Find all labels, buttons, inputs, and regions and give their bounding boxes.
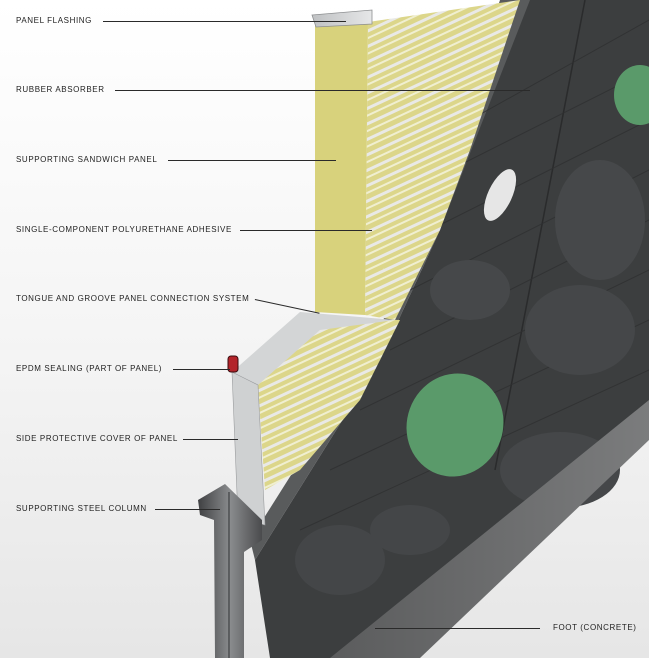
facade-disc: [614, 65, 649, 125]
facade-disc: [555, 160, 645, 280]
label-tongue-groove: TONGUE AND GROOVE PANEL CONNECTION SYSTE…: [16, 294, 250, 303]
facade-disc: [406, 373, 504, 477]
leader-epdm: [173, 369, 230, 370]
facade-seam: [494, 0, 586, 471]
label-foot: FOOT (CONCRETE): [553, 623, 637, 632]
upper-panel-face: [365, 0, 520, 320]
leader-rubber-absorber: [115, 90, 530, 91]
leader-steel-column: [155, 509, 220, 510]
side-protective-cover: [231, 371, 266, 526]
leader-foot: [375, 628, 540, 629]
facade-disc: [370, 505, 450, 555]
facade-disc: [483, 169, 517, 221]
facade-disc: [295, 525, 385, 595]
concrete-foot: [330, 400, 649, 658]
leader-side-cover: [183, 439, 238, 440]
label-adhesive: SINGLE-COMPONENT POLYURETHANE ADHESIVE: [16, 225, 232, 234]
leader-sandwich-panel: [168, 160, 336, 161]
leader-panel-flashing: [103, 21, 346, 22]
facade-disc: [525, 285, 635, 375]
label-rubber-absorber: RUBBER ABSORBER: [16, 85, 105, 94]
label-side-cover: SIDE PROTECTIVE COVER OF PANEL: [16, 434, 178, 443]
lower-panel-face: [258, 318, 400, 490]
label-sandwich-panel: SUPPORTING SANDWICH PANEL: [16, 155, 158, 164]
label-steel-column: SUPPORTING STEEL COLUMN: [16, 504, 147, 513]
steel-column: [198, 484, 262, 658]
lower-panel-top: [232, 312, 395, 385]
leader-adhesive: [240, 230, 372, 231]
facade-disc: [430, 260, 510, 320]
panel-flashing: [311, 9, 373, 28]
upper-panel-core: [315, 22, 368, 315]
epdm-sealing: [227, 355, 239, 373]
label-panel-flashing: PANEL FLASHING: [16, 16, 92, 25]
label-epdm: EPDM SEALING (PART OF PANEL): [16, 364, 163, 373]
